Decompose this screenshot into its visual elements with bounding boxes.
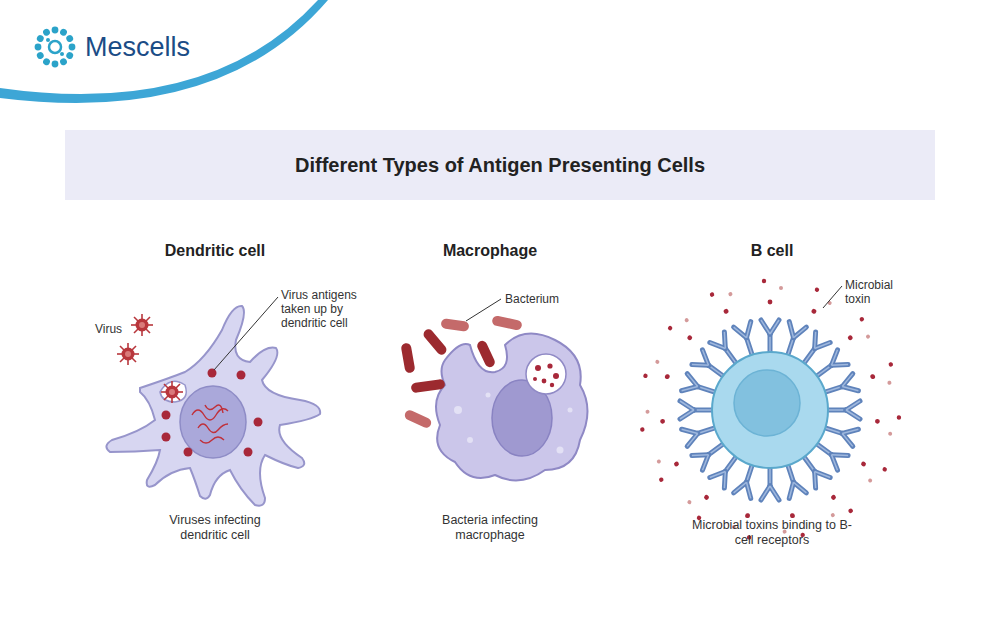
b-cell bbox=[638, 279, 901, 541]
cell-panel: Dendritic cellViruses infecting dendriti… bbox=[100, 238, 330, 548]
macrophage bbox=[400, 299, 587, 480]
cell-caption: Bacteria infecting macrophage bbox=[420, 513, 560, 543]
header-swoosh bbox=[0, 0, 328, 103]
toxin-dots bbox=[638, 279, 901, 541]
title-band bbox=[65, 130, 935, 200]
logo-icon bbox=[35, 27, 76, 68]
callout-label: Virus bbox=[95, 322, 135, 336]
callout-label: Microbial toxin bbox=[845, 278, 907, 306]
callout-label: Virus antigens taken up by dendritic cel… bbox=[281, 288, 369, 330]
bacteria bbox=[400, 315, 522, 429]
cell-heading: B cell bbox=[657, 242, 887, 260]
cell-caption: Viruses infecting dendritic cell bbox=[145, 513, 285, 543]
cell-panel: MacrophageBacteria infecting macrophage bbox=[375, 238, 605, 548]
callout-label: Bacterium bbox=[505, 292, 585, 306]
cell-heading: Macrophage bbox=[375, 242, 605, 260]
brand-name: Mescells bbox=[85, 32, 245, 62]
cell-heading: Dendritic cell bbox=[100, 242, 330, 260]
diagram-title: Different Types of Antigen Presenting Ce… bbox=[65, 130, 935, 200]
cell-caption: Microbial toxins binding to B-cell recep… bbox=[687, 518, 857, 548]
